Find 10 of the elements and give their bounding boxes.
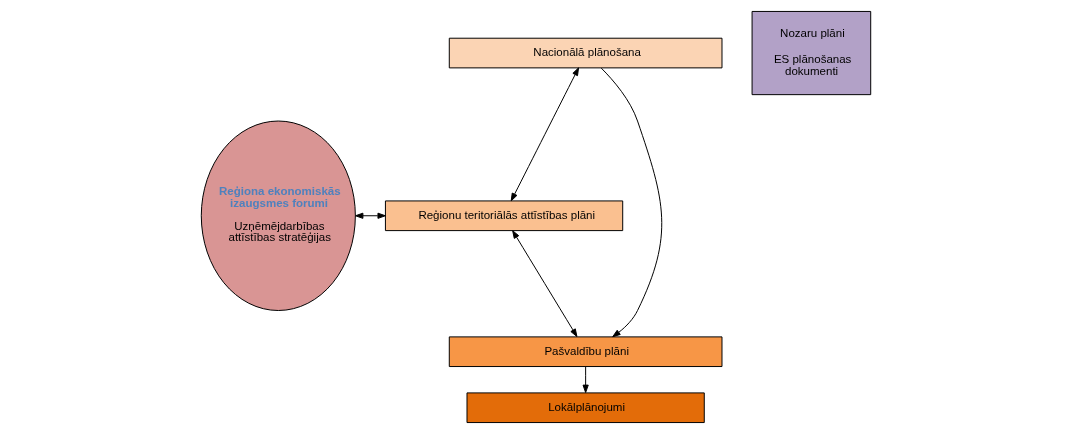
node-ellipse: Reģiona ekonomiskās izaugsmes forumi Uzņēmējdarbības attīstības stratēģijas <box>200 120 356 311</box>
node-box: Nozaru plāni ES plānošanas dokumenti <box>751 10 872 96</box>
node-box: Pašvaldību plāni <box>448 336 723 368</box>
arrow <box>512 230 578 338</box>
node-box: Lokālplānojumi <box>466 392 705 424</box>
arrow <box>510 67 580 202</box>
arrow <box>582 366 589 394</box>
node-box: Reģionu teritoriālās attīstības plāni <box>384 200 624 232</box>
arrow <box>600 67 663 338</box>
node-box: Nacionālā plānošana <box>448 37 723 69</box>
